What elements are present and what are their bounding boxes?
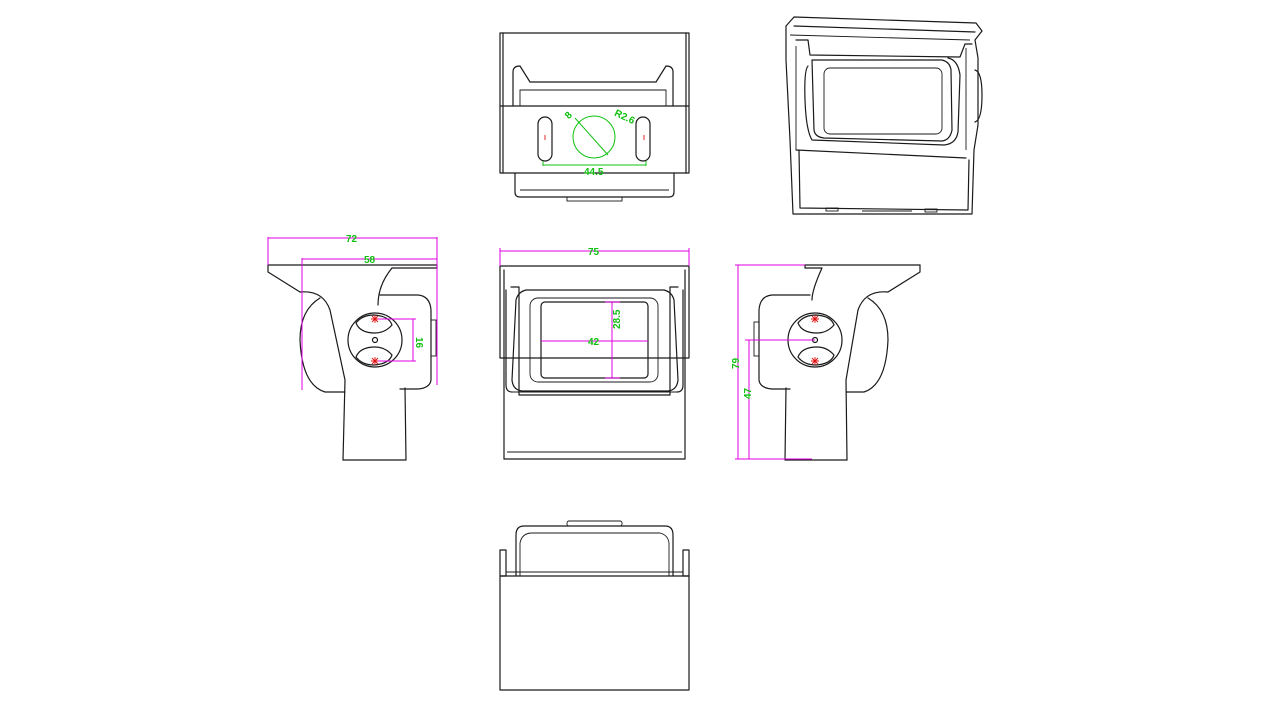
front-view: 75 28.5 42 (499, 247, 690, 460)
left-hole-spacing-label: 16 (413, 337, 424, 349)
isometric-view (785, 16, 983, 215)
top-radius-label: R2.6 (612, 108, 636, 127)
front-window-height-label: 28.5 (612, 309, 623, 329)
right-pivot-height-label: 47 (743, 387, 754, 399)
front-window-width-label: 42 (588, 337, 600, 348)
top-view: 8 R2.6 44.5 (499, 32, 690, 202)
right-overall-height-label: 79 (731, 357, 742, 369)
top-slot-spacing-label: 44.5 (584, 167, 604, 178)
front-width-label: 75 (588, 247, 600, 258)
bottom-view (499, 520, 690, 691)
left-bracket-width-label: 58 (364, 255, 376, 266)
right-side-view: 79 47 (731, 264, 921, 461)
top-hole-diameter-label: 8 (563, 110, 575, 122)
left-overall-width-label: 72 (346, 234, 358, 245)
left-side-view: 72 58 16 (267, 234, 438, 461)
